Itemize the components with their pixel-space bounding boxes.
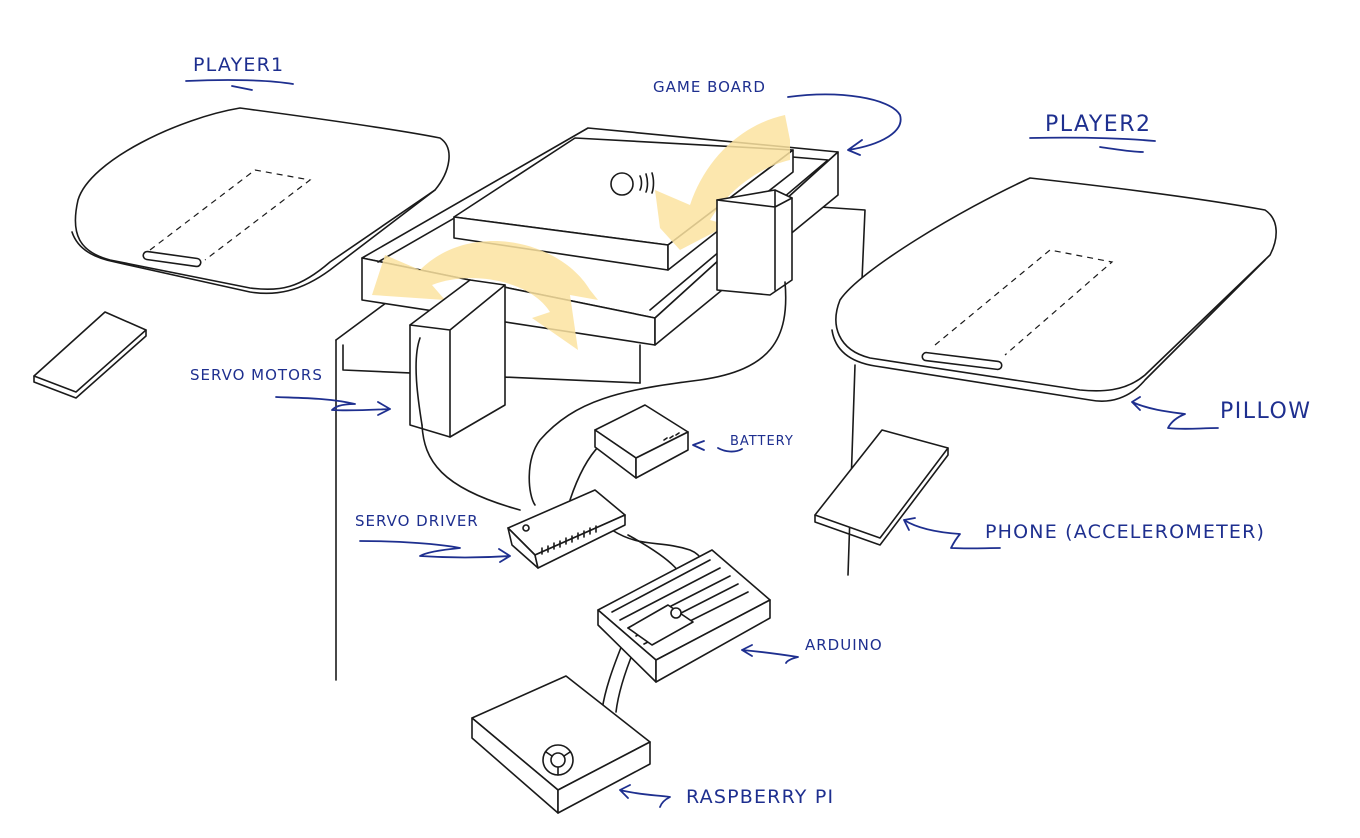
annotation-strokes [185,79,1219,808]
player1-label: PLAYER1 [193,54,285,76]
player2-phone [814,429,949,546]
player1-phone [33,311,147,399]
servo-motor-left [409,279,506,438]
player1-pillow [71,107,450,295]
player2-pillow [831,177,1277,402]
raspberry-pi-label: RASPBERRY PI [686,786,835,808]
phone-label: PHONE (ACCELEROMETER) [985,521,1266,543]
servo-driver [507,489,626,569]
game-board-label: GAME BOARD [653,78,766,96]
arduino [597,549,771,683]
raspberry-pi [471,675,651,814]
rotation-arrows [372,115,790,350]
battery [594,404,689,479]
battery-label: BATTERY [730,434,794,449]
pillow-label: PILLOW [1220,399,1312,424]
player2-label: PLAYER2 [1045,112,1152,137]
servo-driver-label: SERVO DRIVER [355,512,479,530]
servo-motor-right [716,189,793,296]
servo-motors-label: SERVO MOTORS [190,366,323,384]
arduino-label: ARDUINO [805,636,883,654]
